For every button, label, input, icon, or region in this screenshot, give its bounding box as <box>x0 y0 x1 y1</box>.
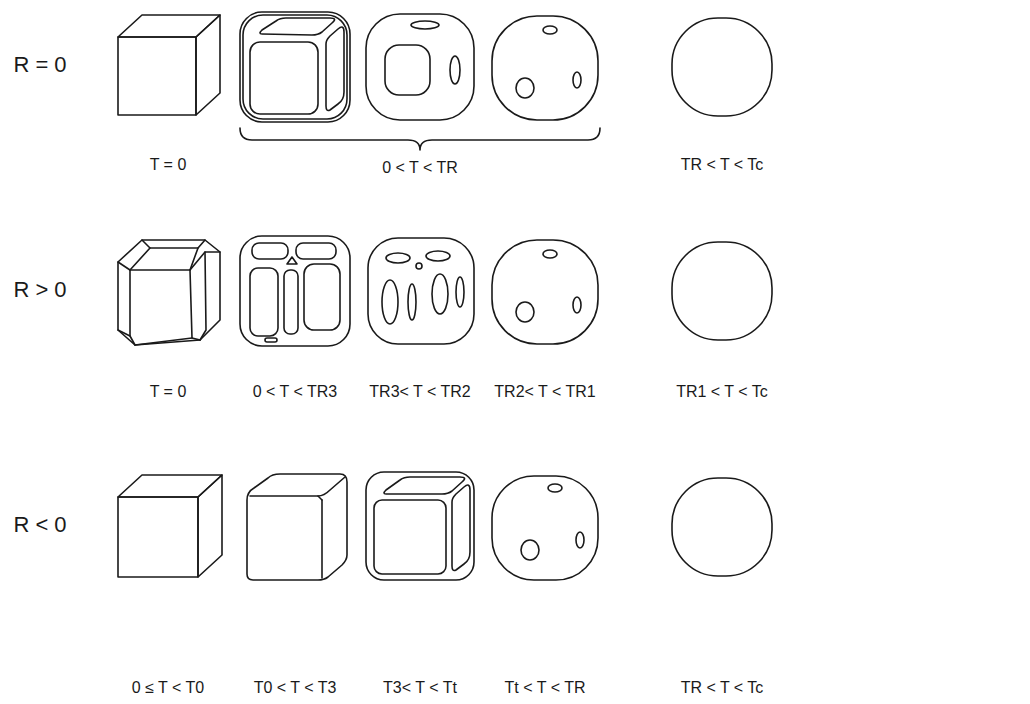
small-facet-shape <box>521 540 539 560</box>
temperature-range: TR1 < T < Tc <box>676 383 768 401</box>
faceted-rounded-shape <box>416 263 422 269</box>
faceted-rounded-shape <box>366 14 474 120</box>
round-shape <box>672 478 772 576</box>
faceted-rounded-shape <box>250 42 318 114</box>
temperature-range: 0 < T < TR <box>382 159 458 177</box>
small-facet-shape <box>492 16 598 120</box>
faceted-rounded-shape <box>240 236 350 346</box>
faceted-rounded-shape <box>366 14 474 120</box>
truncated-cube-shape <box>118 240 220 345</box>
small-facet-shape <box>516 78 534 98</box>
small-facet-shape <box>492 16 598 120</box>
faceted-rounded-shape <box>252 243 288 259</box>
faceted-rounded-shape <box>368 238 474 344</box>
temperature-range: 0 ≤ T < T0 <box>132 679 204 697</box>
small-facet-shape <box>543 250 557 258</box>
row-label: R > 0 <box>13 278 66 302</box>
faceted-rounded-shape <box>408 284 416 320</box>
row-label: R = 0 <box>13 53 66 77</box>
faceted-rounded-shape <box>456 277 464 307</box>
rounded-edge-cube-shape <box>250 477 345 496</box>
temperature-range: T0 < T < T3 <box>254 679 337 697</box>
small-facet-shape <box>492 240 598 344</box>
cube-shape <box>198 475 222 577</box>
faceted-rounded-shape <box>304 264 340 330</box>
truncated-cube-shape <box>118 240 220 345</box>
faceted-rounded-shape <box>296 243 336 259</box>
rounded-edge-cube-shape <box>321 500 323 578</box>
row-label: R < 0 <box>13 513 66 537</box>
round-shape <box>672 242 772 340</box>
small-facet-shape <box>516 302 534 322</box>
truncated-cube-shape <box>118 330 130 336</box>
faceted-rounded-shape <box>366 472 474 580</box>
faceted-rounded-shape <box>265 338 277 342</box>
truncated-cube-shape <box>190 270 200 340</box>
temperature-range: T = 0 <box>150 383 187 401</box>
faceted-rounded-shape <box>452 485 470 570</box>
faceted-rounded-shape <box>385 45 430 95</box>
small-facet-shape <box>548 484 562 492</box>
faceted-rounded-shape <box>426 251 450 261</box>
small-facet-shape <box>492 476 598 580</box>
faceted-rounded-shape <box>243 15 347 119</box>
rounded-edge-cube-shape <box>247 474 347 580</box>
bracket <box>240 128 600 150</box>
round-shape <box>672 18 772 116</box>
temperature-range: TR3< T < TR2 <box>369 383 470 401</box>
temperature-range: TR < T < Tc <box>681 679 764 697</box>
temperature-range: TR2< T < TR1 <box>494 383 595 401</box>
round-shape <box>672 18 772 116</box>
faceted-rounded-shape <box>411 21 439 29</box>
truncated-cube-shape <box>142 240 205 248</box>
small-facet-shape <box>576 532 584 548</box>
rounded-edge-cube-shape <box>318 496 322 500</box>
cube-shape <box>118 15 220 115</box>
temperature-range: Tt < T < TR <box>505 679 586 697</box>
truncated-cube-shape <box>130 270 135 345</box>
small-facet-shape <box>573 297 581 313</box>
truncated-cube-shape <box>130 248 150 270</box>
small-facet-shape <box>573 72 581 88</box>
faceted-rounded-shape <box>450 56 460 84</box>
cube-shape <box>118 37 196 115</box>
faceted-rounded-shape <box>384 477 465 494</box>
faceted-rounded-shape <box>287 257 297 264</box>
faceted-rounded-shape <box>382 280 398 324</box>
temperature-range: T3< T < Tt <box>383 679 457 697</box>
temperature-range: 0 < T < TR3 <box>253 383 338 401</box>
cube-shape <box>118 497 198 577</box>
faceted-rounded-shape <box>240 12 350 122</box>
temperature-range: T = 0 <box>150 156 187 174</box>
small-facet-shape <box>492 476 598 580</box>
faceted-rounded-shape <box>326 27 344 110</box>
truncated-cube-shape <box>190 248 198 270</box>
truncated-cube-shape <box>200 252 206 340</box>
temperature-range: TR < T < Tc <box>681 156 764 174</box>
cube-shape <box>196 15 220 115</box>
faceted-rounded-shape <box>432 274 448 314</box>
faceted-rounded-shape <box>260 18 335 35</box>
small-facet-shape <box>543 26 557 34</box>
faceted-rounded-shape <box>250 268 278 336</box>
faceted-rounded-shape <box>386 253 410 263</box>
small-facet-shape <box>492 240 598 344</box>
faceted-rounded-shape <box>366 472 474 580</box>
truncated-cube-shape <box>135 338 192 345</box>
faceted-rounded-shape <box>284 270 298 334</box>
round-shape <box>672 242 772 340</box>
faceted-rounded-shape <box>374 500 446 574</box>
faceted-rounded-shape <box>240 236 350 346</box>
cube-shape <box>118 475 222 577</box>
round-shape <box>672 478 772 576</box>
rounded-edge-cube-shape <box>247 474 347 580</box>
faceted-rounded-shape <box>368 238 474 344</box>
faceted-rounded-shape <box>240 12 350 122</box>
cube-shape <box>118 475 222 497</box>
cube-shape <box>118 15 220 37</box>
